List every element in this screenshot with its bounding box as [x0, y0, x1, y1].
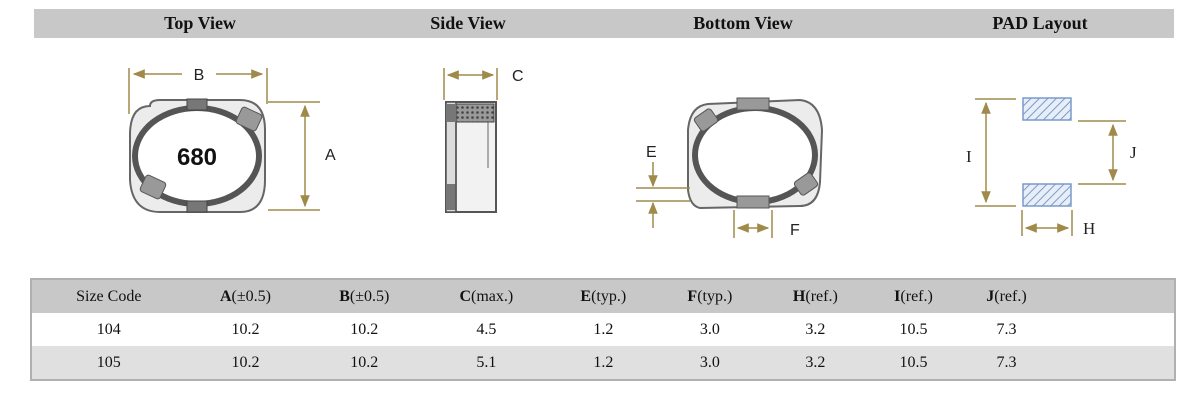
cell-spacer	[1054, 346, 1174, 379]
cell-h: 3.2	[805, 320, 826, 338]
cell-size-code: 104	[96, 320, 121, 338]
dim-h-label: H	[1083, 219, 1095, 238]
top-view-title: Top View	[164, 13, 236, 33]
col-header-a: A(±0.5)	[219, 287, 271, 305]
top-view-drawing: 680 B A	[128, 67, 336, 213]
dim-a-label: A	[325, 147, 336, 164]
pad-bottom	[1022, 183, 1072, 207]
bottom-view-drawing: E F	[636, 97, 824, 239]
dimension-drawings: 680 B A C	[128, 67, 1137, 239]
col-header-f: F(typ.)	[687, 287, 733, 305]
marking-code: 680	[177, 144, 217, 171]
cell-h: 3.2	[805, 353, 826, 371]
bottom-view-title: Bottom View	[693, 13, 793, 33]
cell-a: 10.2	[231, 353, 260, 371]
col-header-c: C(max.)	[459, 287, 514, 305]
dim-c-label: C	[512, 68, 524, 85]
table-row: 104 10.2 10.2 4.5 1.2 3.0 3.2 10.5 7.3	[32, 313, 1174, 346]
cell-j: 7.3	[996, 320, 1017, 338]
cell-e: 1.2	[593, 353, 614, 371]
col-header-size-code: Size Code	[76, 287, 142, 305]
pad-layout-title: PAD Layout	[992, 13, 1088, 33]
cell-f: 3.0	[699, 353, 720, 371]
cell-j: 7.3	[996, 353, 1017, 371]
cell-i: 10.5	[899, 353, 928, 371]
cell-c: 5.1	[476, 353, 497, 371]
views-header-bar	[34, 9, 1174, 38]
cell-b: 10.2	[350, 320, 379, 338]
col-header-j: J(ref.)	[986, 287, 1027, 305]
cell-b: 10.2	[350, 353, 379, 371]
cell-e: 1.2	[593, 320, 614, 338]
dim-b-label: B	[194, 67, 205, 84]
cell-a: 10.2	[231, 320, 260, 338]
cell-spacer	[1054, 313, 1174, 346]
dimension-table: Size Code A(±0.5) B(±0.5) C(max.) E(typ.…	[30, 278, 1176, 381]
col-header-i: I(ref.)	[894, 287, 933, 305]
col-header-e: E(typ.)	[580, 287, 627, 305]
side-view-title: Side View	[430, 13, 506, 33]
col-header-b: B(±0.5)	[339, 287, 390, 305]
dim-f-label: F	[790, 222, 800, 239]
pad-top	[1022, 97, 1072, 121]
dim-j-label: J	[1130, 143, 1137, 162]
cell-f: 3.0	[699, 320, 720, 338]
col-header-h: H(ref.)	[792, 287, 838, 305]
dim-e-label: E	[646, 144, 657, 161]
dim-i-label: I	[966, 147, 972, 166]
pad-layout-drawing: I J H	[966, 97, 1137, 238]
side-view-drawing: C	[443, 68, 524, 213]
table-row: 105 10.2 10.2 5.1 1.2 3.0 3.2 10.5 7.3	[32, 346, 1174, 379]
cell-c: 4.5	[476, 320, 497, 338]
table-header-row: Size Code A(±0.5) B(±0.5) C(max.) E(typ.…	[32, 280, 1174, 313]
col-header-spacer	[1054, 280, 1174, 313]
cell-i: 10.5	[899, 320, 928, 338]
cell-size-code: 105	[96, 353, 121, 371]
